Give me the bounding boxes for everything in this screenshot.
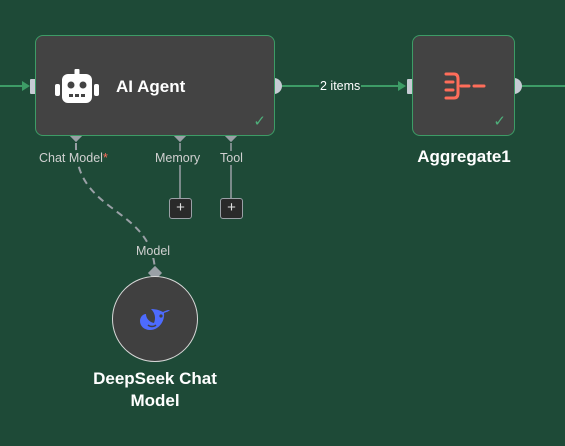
- connection-arrow-icon: [398, 81, 406, 91]
- memory-port-label: Memory: [154, 151, 202, 165]
- add-tool-button[interactable]: +: [220, 198, 243, 219]
- chat-model-label-text: Chat Model: [39, 151, 103, 165]
- robot-icon: [55, 69, 99, 103]
- deepseek-title-line2: Model: [130, 391, 180, 410]
- required-mark: *: [102, 151, 108, 165]
- success-check-icon: ✓: [253, 113, 266, 130]
- node-title: AI Agent: [116, 77, 186, 96]
- aggregate-icon: [444, 72, 486, 100]
- tool-port-label: Tool: [219, 151, 244, 165]
- deepseek-whale-icon: [140, 309, 170, 330]
- model-port-label: Model: [135, 244, 172, 258]
- incoming-arrow-icon: [22, 81, 30, 91]
- ai-agent-node[interactable]: AI Agent ✓: [35, 35, 275, 136]
- deepseek-node-title: DeepSeek Chat Model: [70, 368, 240, 412]
- connection-items-label: 2 items: [319, 79, 362, 93]
- add-memory-button[interactable]: +: [169, 198, 192, 219]
- deepseek-title-line1: DeepSeek Chat: [93, 369, 217, 388]
- chat-model-port-label: Chat Model*: [38, 151, 109, 165]
- aggregate-node[interactable]: ✓: [412, 35, 515, 136]
- aggregate-node-title: Aggregate1: [417, 147, 511, 166]
- deepseek-chat-model-node[interactable]: [112, 276, 198, 362]
- success-check-icon: ✓: [493, 113, 506, 130]
